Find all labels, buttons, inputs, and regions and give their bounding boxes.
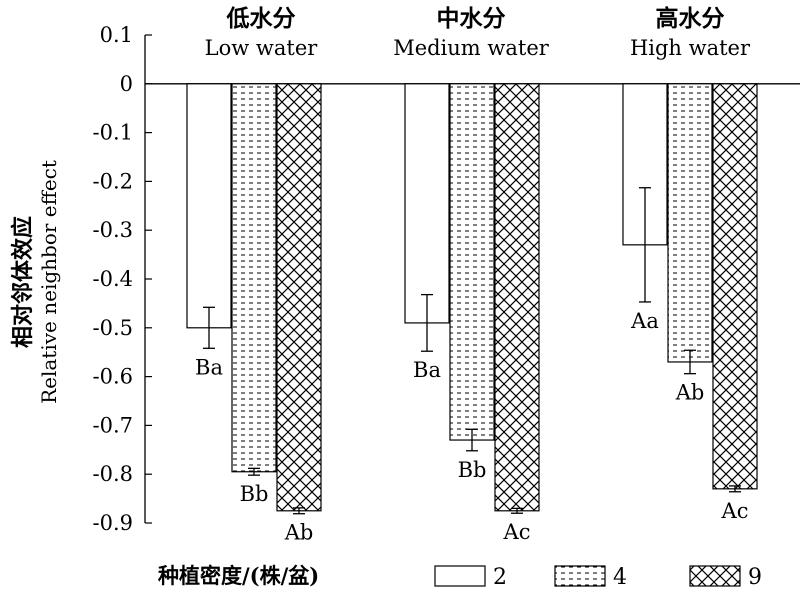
y-tick-label: 0.1 (100, 23, 133, 47)
data-label: Bb (458, 458, 487, 482)
y-tick-label: -0.6 (93, 365, 134, 389)
group-label-en: Medium water (393, 36, 550, 60)
data-label: Aa (630, 309, 659, 333)
group-label-zh: 高水分 (656, 5, 725, 32)
bar (404, 83, 450, 324)
bar (276, 83, 322, 512)
legend-label: 4 (613, 565, 627, 590)
group-label-zh: 中水分 (437, 5, 506, 32)
data-label: Bb (240, 482, 269, 506)
bar (494, 83, 540, 512)
y-tick-label: -0.1 (93, 121, 134, 145)
y-tick-label: -0.5 (93, 316, 134, 340)
legend-swatch (434, 565, 486, 587)
bar (449, 83, 495, 441)
y-tick-label: -0.8 (93, 462, 134, 486)
y-tick-label: -0.9 (93, 511, 134, 535)
legend-swatch (554, 565, 606, 587)
legend-swatch (689, 565, 741, 587)
data-label: Ba (195, 355, 223, 379)
data-label: Ba (413, 358, 441, 382)
y-tick-label: -0.4 (93, 267, 134, 291)
group-label-en: High water (630, 36, 751, 60)
y-tick-label: -0.2 (93, 169, 134, 193)
y-axis-title: 相对邻体效应 Relative neighbor effect (10, 160, 61, 404)
y-axis-label-zh: 相对邻体效应 (10, 216, 36, 348)
legend-label: 2 (493, 565, 507, 590)
legend-title: 种植密度/(株/盆) (157, 563, 319, 588)
data-label: Ac (503, 520, 531, 544)
bar (231, 83, 277, 473)
bar (186, 83, 232, 329)
y-axis: 0.1 0 -0.1 -0.2 -0.3 -0.4 -0.5 -0.6 -0.7 -0.8 -0.9 (93, 23, 152, 535)
y-tick-label: 0 (120, 72, 133, 96)
y-axis-label-en: Relative neighbor effect (37, 160, 61, 404)
y-tick-label: -0.3 (93, 218, 134, 242)
bar (712, 83, 758, 490)
legend-label: 9 (748, 565, 762, 590)
bar (667, 83, 713, 363)
legend: 种植密度/(株/盆) 2 4 9 (157, 563, 762, 590)
group-label-en: Low water (205, 36, 319, 60)
y-tick-label: -0.7 (93, 413, 134, 437)
group-label-zh: 低水分 (226, 5, 296, 32)
data-label: Ac (721, 499, 749, 523)
data-label: Ab (284, 521, 314, 545)
data-label: Ab (675, 381, 705, 405)
